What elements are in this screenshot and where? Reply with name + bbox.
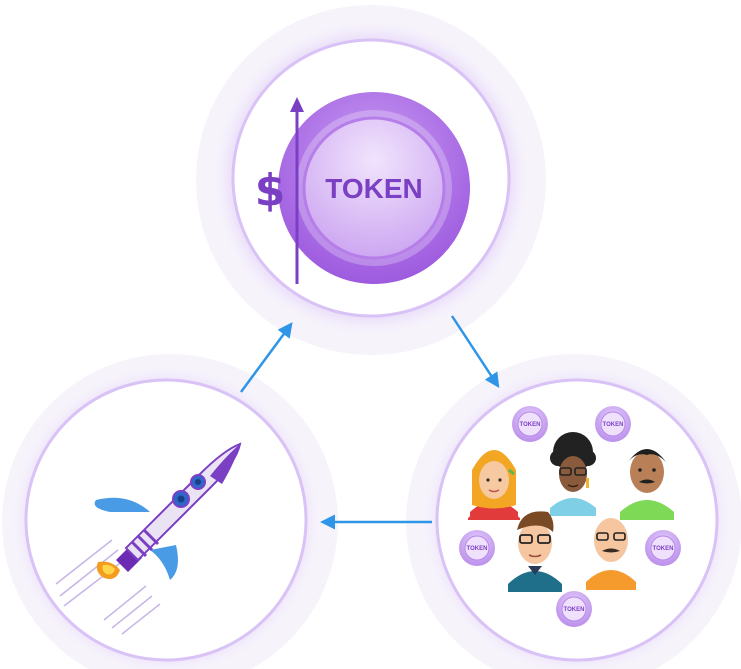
token-label: TOKEN [325, 173, 423, 204]
mini-token-label: TOKEN [520, 422, 541, 428]
dollar-sign-icon: $ [255, 165, 286, 216]
token-node: TOKEN $ [209, 16, 533, 340]
person-avatar-man-mustache-green-icon [620, 449, 674, 520]
arrow-launch-to-token [239, 322, 293, 393]
mini-token-label: TOKEN [603, 422, 624, 428]
token-coin-icon: TOKEN [278, 92, 470, 284]
mini-token-coin: TOKEN [645, 530, 681, 566]
mini-token-label: TOKEN [467, 546, 488, 552]
person-avatar-man-glasses-blue-icon [508, 511, 562, 592]
price-up-arrow-icon [290, 97, 304, 284]
arrow-token-to-community [450, 315, 500, 389]
cycle-arrows [239, 315, 500, 530]
person-avatar-woman-redhead-icon [468, 450, 520, 520]
mini-token-coin: TOKEN [459, 530, 495, 566]
mini-token-coin: TOKEN [556, 591, 592, 627]
launch-node [8, 362, 324, 669]
mini-token-coin: TOKEN [512, 406, 548, 442]
person-avatar-woman-curly-hair-icon [550, 432, 596, 516]
person-avatar-bald-man-orange-icon [586, 518, 636, 590]
community-node: TOKEN TOKEN TOKEN TOKEN TOKEN [419, 362, 735, 669]
rocket-icon [55, 442, 242, 635]
mini-token-label: TOKEN [564, 607, 585, 613]
mini-token-label: TOKEN [653, 546, 674, 552]
mini-token-coin: TOKEN [595, 406, 631, 442]
